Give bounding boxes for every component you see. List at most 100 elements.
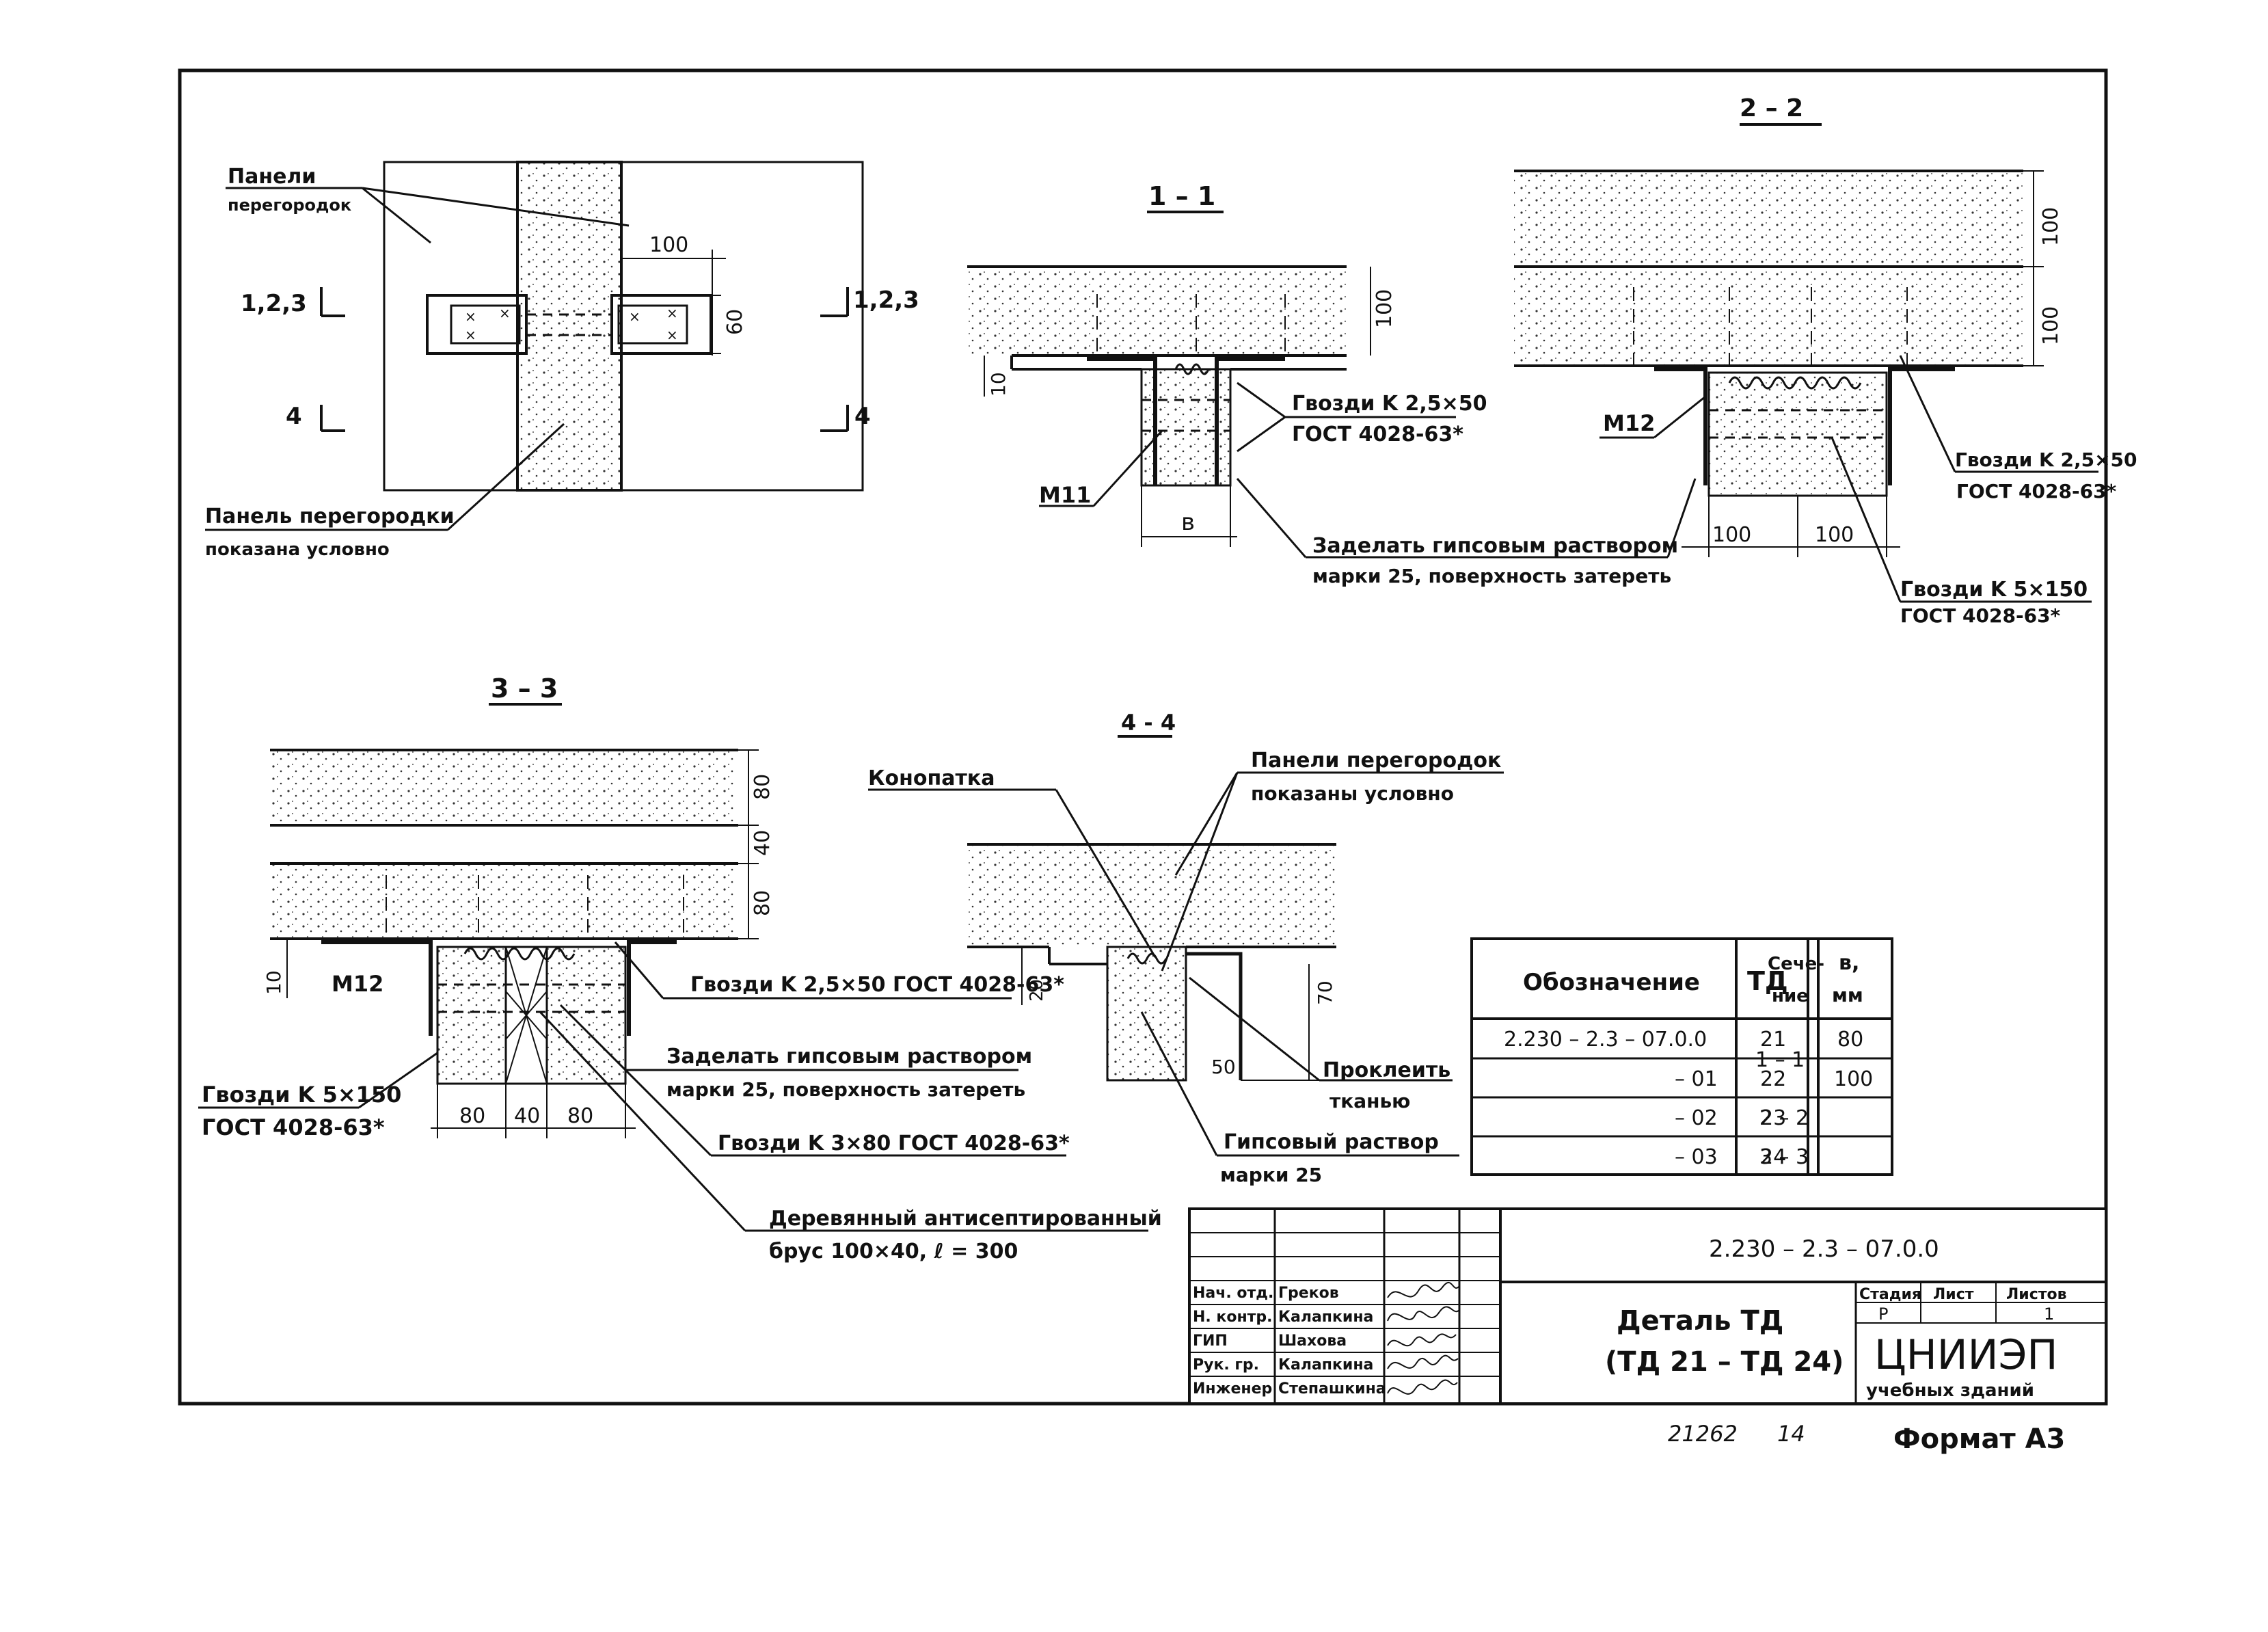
s22-m12: M12: [1603, 410, 1655, 436]
svg-text:×: ×: [666, 305, 678, 321]
s44-glue-1: Проклеить: [1323, 1058, 1450, 1082]
s33-nails-top: Гвозди K 2,5×50 ГОСТ 4028-63*: [690, 973, 1064, 997]
title-org-2: учебных зданий: [1866, 1380, 2034, 1401]
s33-dim-80a: 80: [751, 774, 774, 800]
title-stage: Р: [1878, 1305, 1888, 1324]
table-header-designation: Обозначение: [1523, 969, 1700, 996]
s11-m11: M11: [1039, 482, 1091, 508]
footer-format: Формат А3: [1893, 1423, 2065, 1455]
s44-dim-50: 50: [1211, 1056, 1236, 1078]
table-header-section-1: Сече-: [1768, 954, 1824, 974]
staff-role-5: Инженер: [1193, 1380, 1272, 1397]
s11-dim-100: 100: [1373, 289, 1396, 328]
table-row1-b: 80: [1837, 1028, 1863, 1052]
s33-gypsum-2: марки 25, поверхность затереть: [666, 1078, 1025, 1101]
spec-table: [1470, 937, 1893, 1176]
plan-panel-label-2: показана условно: [205, 539, 390, 560]
title-name-2: (ТД 21 – ТД 24): [1605, 1346, 1844, 1378]
s33-m12: M12: [332, 971, 383, 997]
s44-dim-20: 20: [1027, 979, 1047, 1002]
s33-bot-80b: 80: [567, 1104, 593, 1128]
plan-mark-4-right: 4: [854, 403, 871, 430]
s44-caulk: Конопатка: [868, 766, 995, 790]
table-row1-section: 1 – 1: [1755, 1048, 1805, 1072]
s33-gypsum-1: Заделать гипсовым раствором: [666, 1045, 1032, 1069]
s22-dim-100-a: 100: [2039, 207, 2063, 246]
title-stage-label: Стадия: [1859, 1286, 1921, 1303]
staff-role-4: Рук. гр.: [1193, 1356, 1259, 1374]
s33-bot-80a: 80: [459, 1104, 485, 1128]
staff-name-1: Греков: [1278, 1285, 1339, 1302]
s22-nails-a2: ГОСТ 4028-63*: [1956, 480, 2117, 503]
signature-3: [1387, 1333, 1457, 1347]
s33-timber-1: Деревянный антисептированный: [769, 1207, 1162, 1231]
signature-1: [1387, 1282, 1460, 1298]
s33-timber-2: брус 100×40, ℓ = 300: [769, 1240, 1018, 1263]
s22-nails-b2: ГОСТ 4028-63*: [1900, 604, 2061, 627]
title-sheets-label: Листов: [2006, 1286, 2067, 1303]
s33-nails-left-1: Гвозди K 5×150: [202, 1082, 401, 1108]
signature-5: [1387, 1379, 1458, 1395]
svg-text:×: ×: [629, 308, 640, 325]
s44-panels-2: показаны условно: [1251, 782, 1454, 805]
table-row4-td: 24: [1760, 1145, 1786, 1169]
title-code: 2.230 – 2.3 – 07.0.0: [1709, 1235, 1939, 1263]
plan-mark-123-right: 1,2,3: [853, 286, 919, 314]
s11-dim-b: в: [1181, 509, 1195, 536]
section-2-2: [1514, 170, 2098, 603]
plan-panels-label: Панели: [228, 165, 316, 189]
s33-dim-10: 10: [262, 970, 285, 995]
staff-role-2: Н. контр.: [1193, 1309, 1273, 1326]
section-1-1-title: 1 – 1: [1148, 181, 1215, 211]
s33-dim-80b: 80: [751, 890, 774, 916]
title-sheets: 1: [2044, 1305, 2054, 1324]
table-header-td: ТД: [1747, 966, 1788, 996]
s22-nails-a1: Гвозди K 2,5×50: [1955, 449, 2137, 471]
table-header-b-2: мм: [1832, 984, 1863, 1006]
plan-panel-label: Панель перегородки: [205, 505, 455, 529]
plan-view: × × × × × ×: [205, 161, 864, 531]
s44-gyp-2: марки 25: [1220, 1164, 1322, 1186]
table-row3-code: – 02: [1675, 1106, 1718, 1130]
table-row3-td: 23: [1760, 1106, 1786, 1130]
s11-nails-1: Гвозди K 2,5×50: [1292, 392, 1487, 416]
s11-nails-2: ГОСТ 4028-63*: [1292, 423, 1463, 446]
staff-role-1: Нач. отд.: [1193, 1285, 1273, 1302]
signature-2: [1387, 1306, 1460, 1322]
s33-dim-40: 40: [751, 830, 774, 856]
table-row2-b: 100: [1834, 1067, 1873, 1091]
s33-bot-40: 40: [514, 1104, 540, 1128]
s33-nails-3x80: Гвозди K 3×80 ГОСТ 4028-63*: [718, 1132, 1070, 1155]
table-header-section-2: ние: [1772, 986, 1809, 1006]
table-header-b-1: в,: [1839, 951, 1859, 975]
sheet-frame: [178, 68, 2108, 1406]
section-2-2-title: 2 – 2: [1740, 94, 1803, 122]
table-row3-sec: 2 – 2: [1759, 1106, 1809, 1130]
footer-inv: 21262: [1668, 1421, 1738, 1447]
title-block: [1188, 1207, 2107, 1405]
s44-dim-70: 70: [1314, 980, 1336, 1005]
title-org-1: ЦНИИЭП: [1874, 1331, 2057, 1379]
svg-text:×: ×: [499, 305, 511, 321]
plan-mark-4-left: 4: [286, 403, 302, 430]
section-1-1: [967, 265, 1697, 559]
section-4-4-title: 4 - 4: [1121, 710, 1176, 736]
table-row4-sec: 3 – 3: [1759, 1145, 1809, 1169]
title-name-1: Деталь ТД: [1617, 1305, 1783, 1337]
s44-gyp-1: Гипсовый раствор: [1224, 1130, 1439, 1154]
plan-panels-label-2: перегородок: [228, 196, 351, 215]
s22-dim-100-d: 100: [1815, 523, 1854, 547]
plan-mark-123-left: 1,2,3: [241, 290, 307, 317]
staff-name-5: Степашкина: [1278, 1380, 1386, 1397]
svg-text:×: ×: [465, 327, 476, 343]
gypsum-note-2: марки 25, поверхность затереть: [1312, 565, 1671, 587]
s33-nails-left-2: ГОСТ 4028-63*: [202, 1114, 385, 1140]
table-row2-code: – 01: [1675, 1067, 1718, 1091]
table-row4-code: – 03: [1675, 1145, 1718, 1169]
staff-name-2: Калапкина: [1278, 1309, 1373, 1326]
s44-panels-1: Панели перегородок: [1251, 749, 1501, 773]
plan-dim-60: 60: [723, 309, 747, 335]
footer-page: 14: [1777, 1421, 1805, 1447]
svg-text:×: ×: [465, 308, 476, 325]
